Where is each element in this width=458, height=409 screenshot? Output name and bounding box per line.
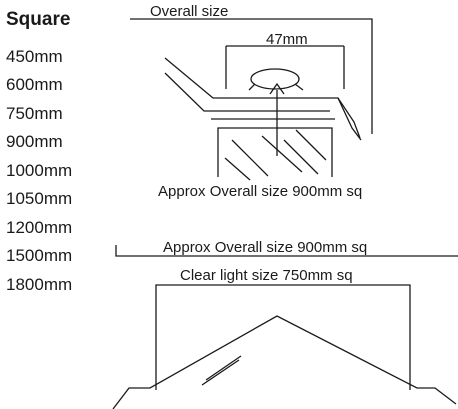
dome-outline <box>250 68 300 90</box>
approx-overall-size-line <box>115 245 458 257</box>
dimension-line-47mm <box>225 45 345 89</box>
top-diagram: Overall size 47mm Approx Overall size 90… <box>130 3 373 200</box>
clear-light-size-line <box>155 284 411 390</box>
size-option: 450mm <box>6 46 63 66</box>
overall-size-label: Overall size <box>150 3 228 20</box>
size-option: 1800mm <box>6 274 73 294</box>
arrow-head <box>269 82 285 95</box>
size-option: 1200mm <box>6 217 73 237</box>
roof-right-slope-lower <box>337 97 362 141</box>
roof-profile <box>112 315 457 409</box>
overall-size-line <box>130 18 373 134</box>
size-option: 1000mm <box>6 160 73 180</box>
glazing-hatch <box>224 129 327 181</box>
bottom-diagram: Approx Overall size 900mm sq Clear light… <box>112 239 458 409</box>
dome-base <box>248 83 304 91</box>
approx-overall-size-label-top: Approx Overall size 900mm sq <box>158 183 362 200</box>
size-option: 1500mm <box>6 246 73 265</box>
roof-left-slope-lower <box>164 72 330 112</box>
approx-overall-size-label-bottom: Approx Overall size 900mm sq <box>163 239 367 256</box>
frame-outline <box>217 127 333 177</box>
clear-light-size-label: Clear light size 750mm sq <box>180 267 353 284</box>
size-option: 900mm <box>6 132 63 151</box>
size-option: 600mm <box>6 75 63 94</box>
size-option: 1050mm <box>6 189 73 208</box>
size-option: 750mm <box>6 103 63 123</box>
roof-highlight <box>201 355 242 386</box>
size-list-heading: Square <box>6 9 71 30</box>
dimension-label-47mm: 47mm <box>266 31 308 48</box>
size-list: Square 450mm 600mm 750mm 900mm 1000mm 10… <box>6 10 72 304</box>
